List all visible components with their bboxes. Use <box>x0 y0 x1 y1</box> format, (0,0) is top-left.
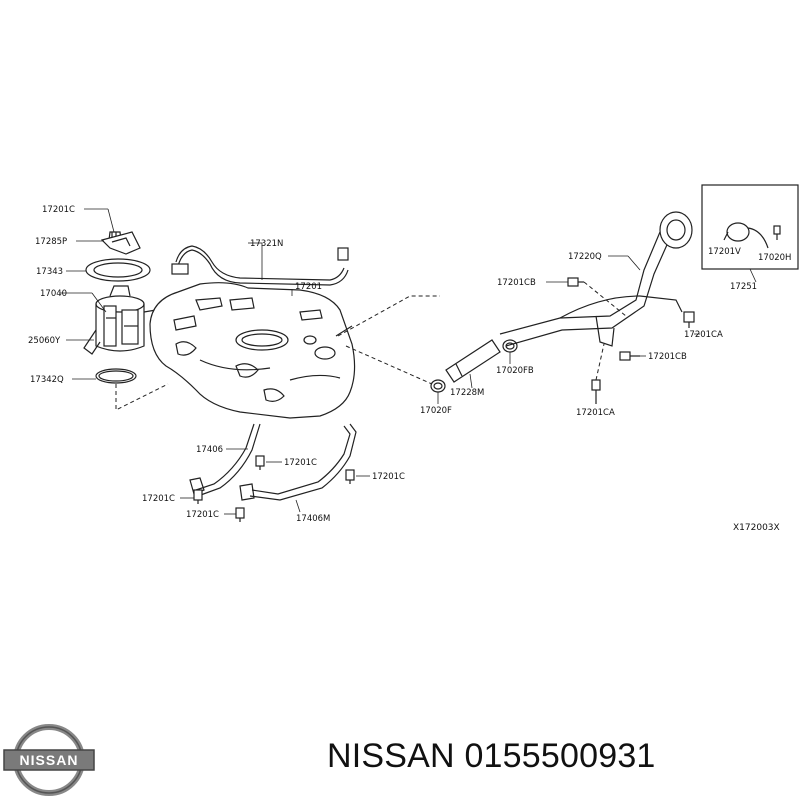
filler-bolt <box>619 351 640 361</box>
part-label: 17201C <box>372 472 405 482</box>
part-number: 0155500931 <box>464 737 656 775</box>
part-label: 17020F <box>420 406 452 416</box>
harness-17321N <box>171 245 349 286</box>
fuel-pump-module <box>83 285 157 355</box>
part-label: 17406M <box>296 514 330 524</box>
part-label: 17285P <box>35 237 67 247</box>
filler-tube-17220Q <box>499 211 693 347</box>
filler-hose-17228M <box>445 339 501 383</box>
filler-bolt <box>683 311 695 328</box>
tank-strap-17406M <box>239 423 357 501</box>
part-label: 17201C <box>186 510 219 520</box>
strap-bolt <box>345 469 355 484</box>
part-label: 17201CA <box>684 330 723 340</box>
part-caption: NISSAN 0155500931 <box>327 737 656 776</box>
part-label: 17251 <box>730 282 757 292</box>
pump-o-ring <box>95 368 137 384</box>
part-label: 17321N <box>250 239 283 249</box>
brand-name: NISSAN <box>327 737 455 775</box>
hose-clamp-17020FB <box>502 339 518 353</box>
part-label: 17201CA <box>576 408 615 418</box>
strap-bolt <box>235 507 245 522</box>
part-label: 17201CB <box>648 352 687 362</box>
hose-clamp-17020F <box>430 379 446 393</box>
filler-bolt <box>591 379 601 404</box>
part-label: 17228M <box>450 388 484 398</box>
pump-retainer <box>100 231 141 255</box>
diagram-reference-code: X172003X <box>733 523 780 533</box>
part-label: 17201C <box>142 494 175 504</box>
part-label: 17020FB <box>496 366 534 376</box>
part-label: 17201V <box>708 247 741 257</box>
fuel-tank <box>149 282 356 419</box>
part-label: 17020H <box>758 253 791 263</box>
nissan-logo: NISSAN <box>3 724 95 796</box>
part-label: 17343 <box>36 267 63 277</box>
svg-text:NISSAN: NISSAN <box>20 752 79 768</box>
part-label: 17406 <box>196 445 223 455</box>
part-label: 17201 <box>295 282 322 292</box>
part-label: 17040 <box>40 289 67 299</box>
fuel-cap-inset <box>701 184 799 270</box>
part-label: 25060Y <box>28 336 61 346</box>
part-label: 17201CB <box>497 278 536 288</box>
part-label: 17201C <box>42 205 75 215</box>
tank-strap-17406 <box>189 423 261 497</box>
pump-seal-ring <box>85 258 151 282</box>
filler-bolt <box>567 277 584 287</box>
strap-bolt <box>255 455 265 470</box>
part-label: 17220Q <box>568 252 602 262</box>
part-label: 17201C <box>284 458 317 468</box>
strap-bolt <box>193 489 203 504</box>
part-label: 17342Q <box>30 375 64 385</box>
